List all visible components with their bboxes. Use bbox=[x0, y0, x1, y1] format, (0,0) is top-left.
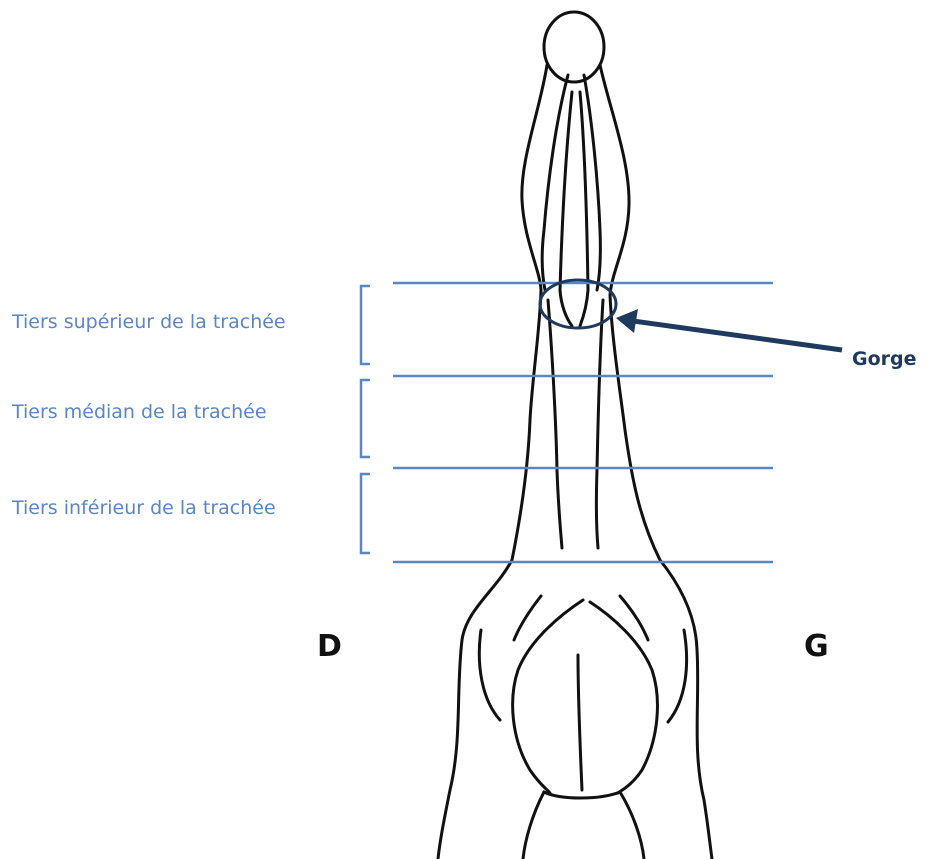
right-outer-contour bbox=[600, 65, 712, 859]
thorax-left-lobe bbox=[513, 600, 583, 793]
thorax-right-lobe bbox=[590, 602, 657, 793]
bracket-upper bbox=[361, 286, 370, 364]
label-lower-third: Tiers inférieur de la trachée bbox=[12, 497, 276, 519]
label-right-side: D bbox=[317, 629, 342, 664]
bracket-middle bbox=[361, 380, 370, 457]
lower-right-inner bbox=[620, 596, 648, 640]
throat-line-1 bbox=[560, 290, 572, 326]
third-brackets bbox=[361, 286, 370, 553]
thorax-left-arc bbox=[479, 630, 500, 720]
gorge-arrow-line bbox=[633, 321, 842, 350]
sternum-line bbox=[578, 655, 582, 790]
throat-line-2 bbox=[580, 290, 588, 326]
label-gorge: Gorge bbox=[852, 348, 917, 370]
label-left-side: G bbox=[804, 629, 829, 664]
neck-outline bbox=[438, 12, 712, 859]
sternum-right-lower bbox=[620, 792, 644, 859]
gorge-arrow-head bbox=[616, 309, 638, 333]
lower-left-inner bbox=[514, 596, 541, 640]
trachea-line-right bbox=[596, 300, 603, 548]
gorge-annotation bbox=[540, 280, 842, 350]
thorax-right-arc bbox=[668, 630, 687, 722]
central-ridge-left bbox=[560, 92, 572, 290]
head-knob bbox=[544, 12, 604, 82]
level-lines bbox=[393, 283, 773, 562]
sternum-base bbox=[544, 792, 620, 798]
label-middle-third: Tiers médian de la trachée bbox=[12, 401, 267, 423]
left-outer-contour bbox=[438, 65, 547, 859]
central-ridge-right bbox=[580, 92, 588, 290]
sternum-left-lower bbox=[523, 792, 544, 859]
label-upper-third: Tiers supérieur de la trachée bbox=[12, 311, 286, 333]
trachea-line-left bbox=[548, 300, 562, 548]
gorge-ellipse bbox=[540, 280, 616, 328]
bracket-lower bbox=[361, 474, 370, 553]
